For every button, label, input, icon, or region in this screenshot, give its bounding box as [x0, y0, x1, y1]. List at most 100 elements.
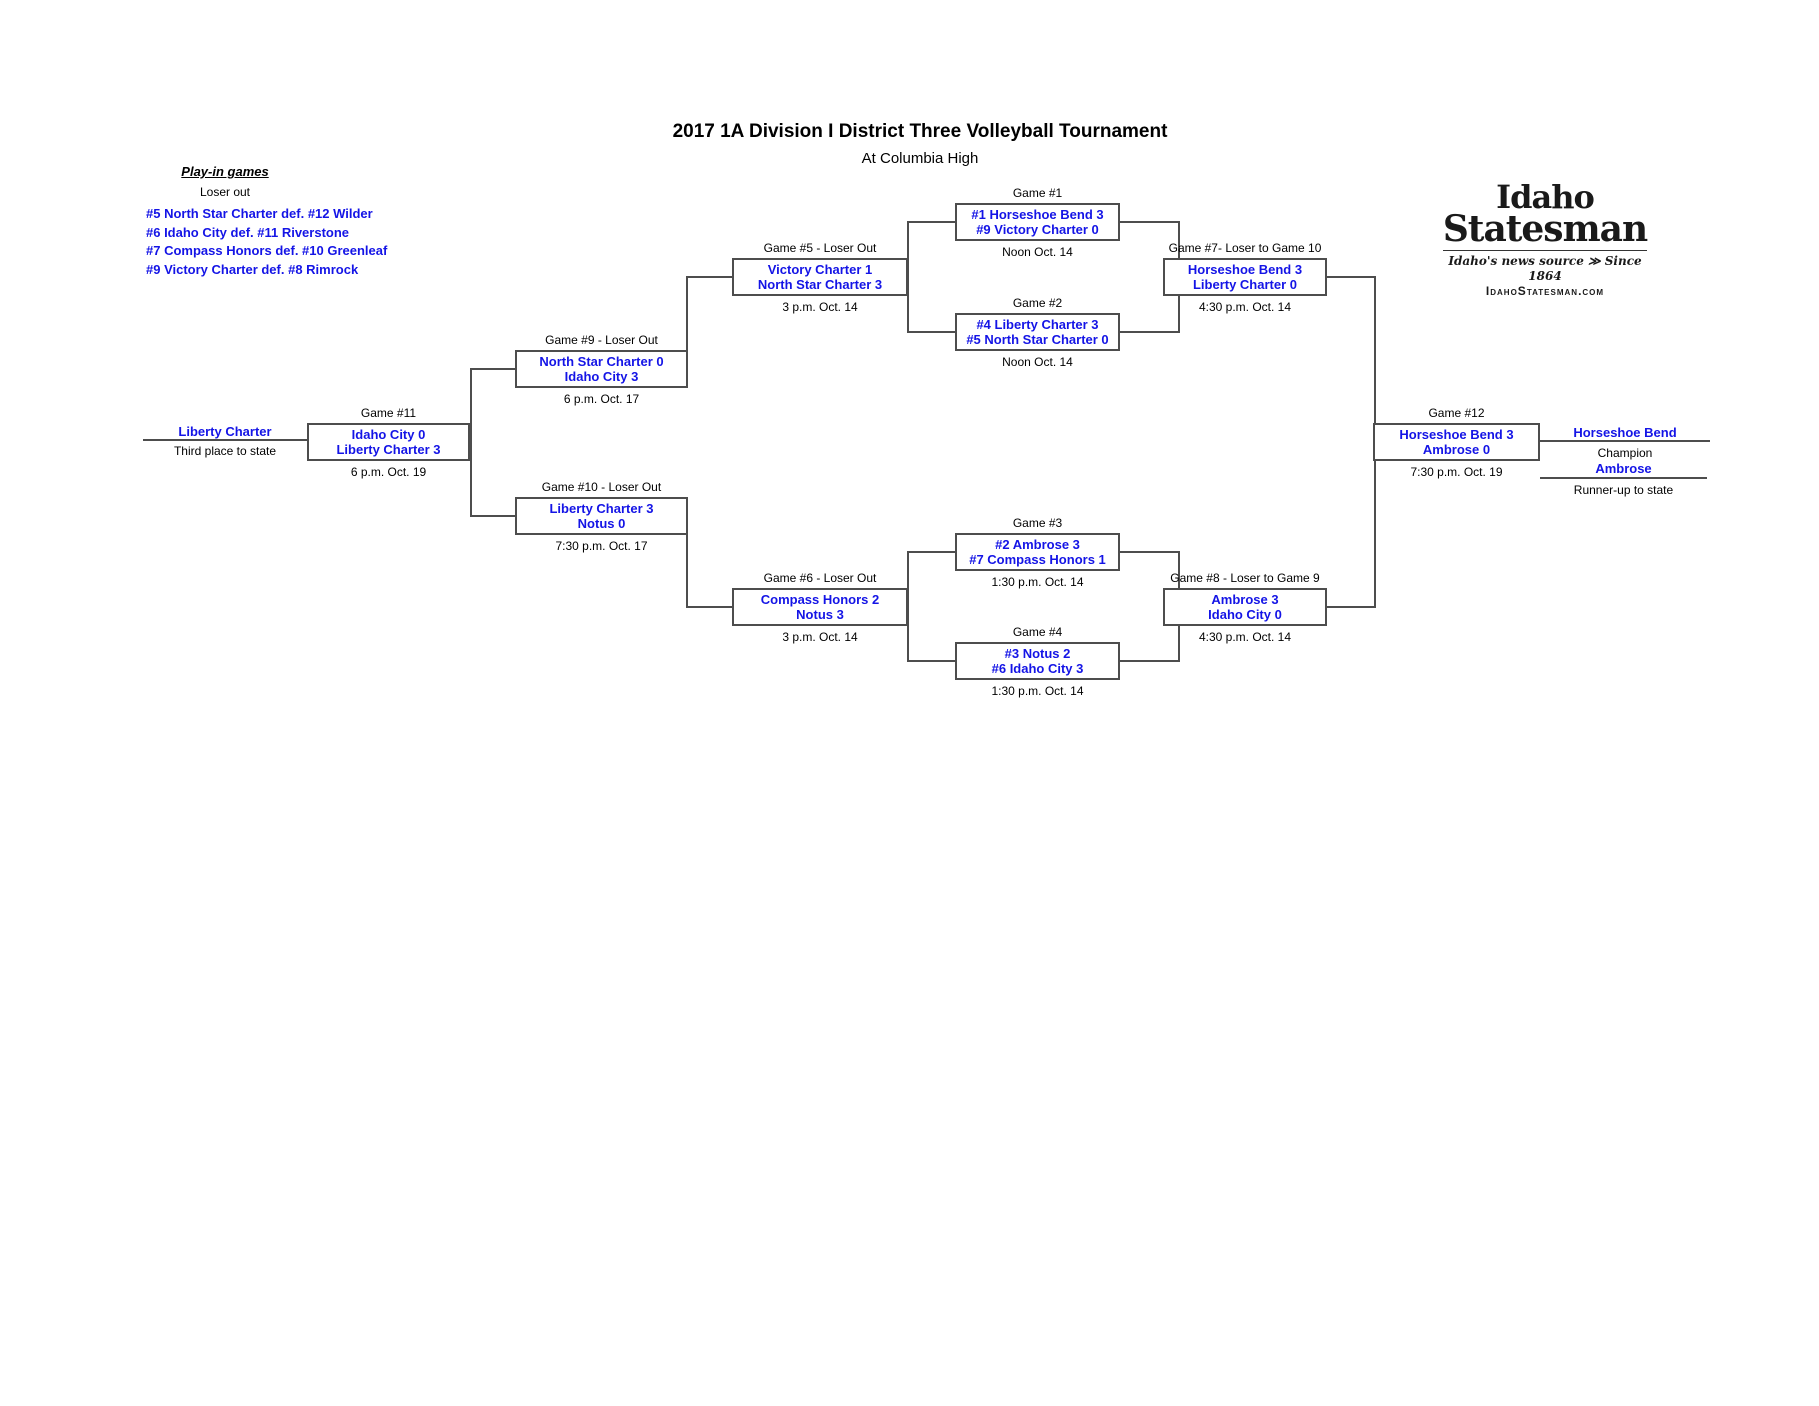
game2-label: Game #2: [1012, 296, 1063, 310]
game1-team1: #1 Horseshoe Bend 3: [971, 206, 1104, 222]
game4-label: Game #4: [1012, 625, 1063, 639]
game1-time: Noon Oct. 14: [1002, 245, 1073, 259]
playin-result: #5 North Star Charter def. #12 Wilder: [146, 206, 373, 221]
champion-line: [1540, 440, 1710, 442]
game2-team2: #5 North Star Charter 0: [966, 332, 1109, 348]
champion-caption: Champion: [1597, 446, 1653, 460]
game6-label: Game #6 - Loser Out: [763, 571, 877, 585]
game11-team1: Idaho City 0: [351, 426, 426, 442]
game3-time: 1:30 p.m. Oct. 14: [991, 575, 1084, 589]
g1-left-stub: [907, 221, 955, 223]
g4-left-stub: [907, 660, 955, 662]
game1-team2: #9 Victory Charter 0: [976, 222, 1099, 238]
game3-team1: #2 Ambrose 3: [995, 536, 1080, 552]
g3-left-stub: [907, 551, 955, 553]
game5-box: Victory Charter 1 North Star Charter 3: [732, 258, 908, 296]
game10-team1: Liberty Charter 3: [549, 500, 654, 516]
game4-team1: #3 Notus 2: [1004, 645, 1071, 661]
game8-box: Ambrose 3 Idaho City 0: [1163, 588, 1327, 626]
g5-left-stub: [687, 276, 732, 278]
game6-time: 3 p.m. Oct. 14: [782, 630, 858, 644]
page-title: 2017 1A Division I District Three Volley…: [672, 121, 1168, 142]
g5-to-g9: [686, 276, 688, 352]
game10-label: Game #10 - Loser Out: [541, 480, 662, 494]
logo-word-idaho: Idaho: [1496, 178, 1595, 216]
game12-team2: Ambrose 0: [1422, 442, 1491, 458]
game4-team2: #6 Idaho City 3: [991, 661, 1084, 677]
third-place-team: Liberty Charter: [178, 424, 272, 439]
game2-box: #4 Liberty Charter 3 #5 North Star Chart…: [955, 313, 1120, 351]
game12-team1: Horseshoe Bend 3: [1399, 426, 1514, 442]
game7-team1: Horseshoe Bend 3: [1187, 261, 1303, 277]
g2-right-stub: [1120, 331, 1180, 333]
idaho-statesman-logo: Idaho Statesman Idaho's news source ≫ Si…: [1435, 178, 1655, 298]
logo-word-statesman: Statesman: [1442, 208, 1648, 250]
game1-label: Game #1: [1012, 186, 1063, 200]
logo-website: IdahoStatesman.com: [1485, 284, 1605, 298]
runner-up-caption: Runner-up to state: [1573, 483, 1674, 497]
game9-team1: North Star Charter 0: [539, 353, 664, 369]
g1-right-stub: [1120, 221, 1180, 223]
g6-to-g10: [686, 533, 688, 608]
game7-label: Game #7- Loser to Game 10: [1168, 241, 1322, 255]
losers12-to-g5: [907, 221, 909, 333]
page-subtitle: At Columbia High: [861, 150, 979, 167]
game9-team2: Idaho City 3: [564, 369, 639, 385]
game5-time: 3 p.m. Oct. 14: [782, 300, 858, 314]
game3-team2: #7 Compass Honors 1: [969, 552, 1106, 568]
runner-up-line: [1540, 477, 1707, 479]
g9-left-stub: [471, 368, 515, 370]
runner-up-team: Ambrose: [1595, 461, 1652, 476]
g7-right-stub: [1327, 276, 1376, 278]
game6-box: Compass Honors 2 Notus 3: [732, 588, 908, 626]
third-place-line: [143, 439, 307, 441]
game12-label: Game #12: [1428, 406, 1485, 420]
game2-team1: #4 Liberty Charter 3: [976, 316, 1099, 332]
game5-team1: Victory Charter 1: [767, 261, 873, 277]
playin-result: #6 Idaho City def. #11 Riverstone: [146, 224, 350, 240]
g2-left-stub: [907, 331, 955, 333]
g3-right-stub: [1120, 551, 1180, 553]
game11-label: Game #11: [360, 406, 417, 420]
g6-left-stub: [687, 606, 732, 608]
playin-results: #5 North Star Charter def. #12 Wilder #6…: [146, 205, 476, 279]
playin-heading: Play-in games: [181, 164, 269, 179]
g10-left-stub: [471, 515, 515, 517]
game9-box: North Star Charter 0 Idaho City 3: [515, 350, 688, 388]
logo-tagline: Idaho's news source ≫ Since 1864: [1448, 254, 1642, 283]
game2-time: Noon Oct. 14: [1002, 355, 1073, 369]
game5-team2: North Star Charter 3: [757, 277, 883, 293]
game8-team1: Ambrose 3: [1211, 591, 1279, 607]
g8-right-stub: [1327, 606, 1376, 608]
game4-time: 1:30 p.m. Oct. 14: [991, 684, 1084, 698]
game6-team2: Notus 3: [796, 607, 844, 623]
champion-team: Horseshoe Bend: [1573, 425, 1677, 440]
playin-result: #7 Compass Honors def. #10 Greenleaf: [146, 243, 388, 258]
game3-label: Game #3: [1012, 516, 1063, 530]
game8-time: 4:30 p.m. Oct. 14: [1198, 630, 1292, 644]
logo-rule: [1443, 250, 1647, 251]
game8-label: Game #8 - Loser to Game 9: [1170, 571, 1320, 585]
third-place-caption: Third place to state: [173, 444, 277, 458]
game7-time: 4:30 p.m. Oct. 14: [1198, 300, 1292, 314]
game7-team2: Liberty Charter 0: [1192, 277, 1298, 293]
game9-time: 6 p.m. Oct. 17: [563, 392, 640, 406]
game1-box: #1 Horseshoe Bend 3 #9 Victory Charter 0: [955, 203, 1120, 241]
game4-box: #3 Notus 2 #6 Idaho City 3: [955, 642, 1120, 680]
game10-team2: Notus 0: [577, 516, 626, 532]
game8-team2: Idaho City 0: [1208, 607, 1282, 623]
game7-box: Horseshoe Bend 3 Liberty Charter 0: [1163, 258, 1327, 296]
game11-team2: Liberty Charter 3: [336, 442, 441, 458]
game11-time: 6 p.m. Oct. 19: [350, 465, 427, 479]
losers34-to-g6: [907, 551, 909, 662]
game9-label: Game #9 - Loser Out: [545, 333, 658, 347]
game11-box: Idaho City 0 Liberty Charter 3: [307, 423, 470, 461]
game3-box: #2 Ambrose 3 #7 Compass Honors 1: [955, 533, 1120, 571]
game12-box: Horseshoe Bend 3 Ambrose 0: [1373, 423, 1540, 461]
game12-time: 7:30 p.m. Oct. 19: [1410, 465, 1503, 479]
playin-result: #9 Victory Charter def. #8 Rimrock: [146, 261, 359, 277]
playin-subheading: Loser out: [199, 185, 251, 199]
g9-g10-join: [470, 368, 472, 517]
game5-label: Game #5 - Loser Out: [763, 241, 877, 255]
